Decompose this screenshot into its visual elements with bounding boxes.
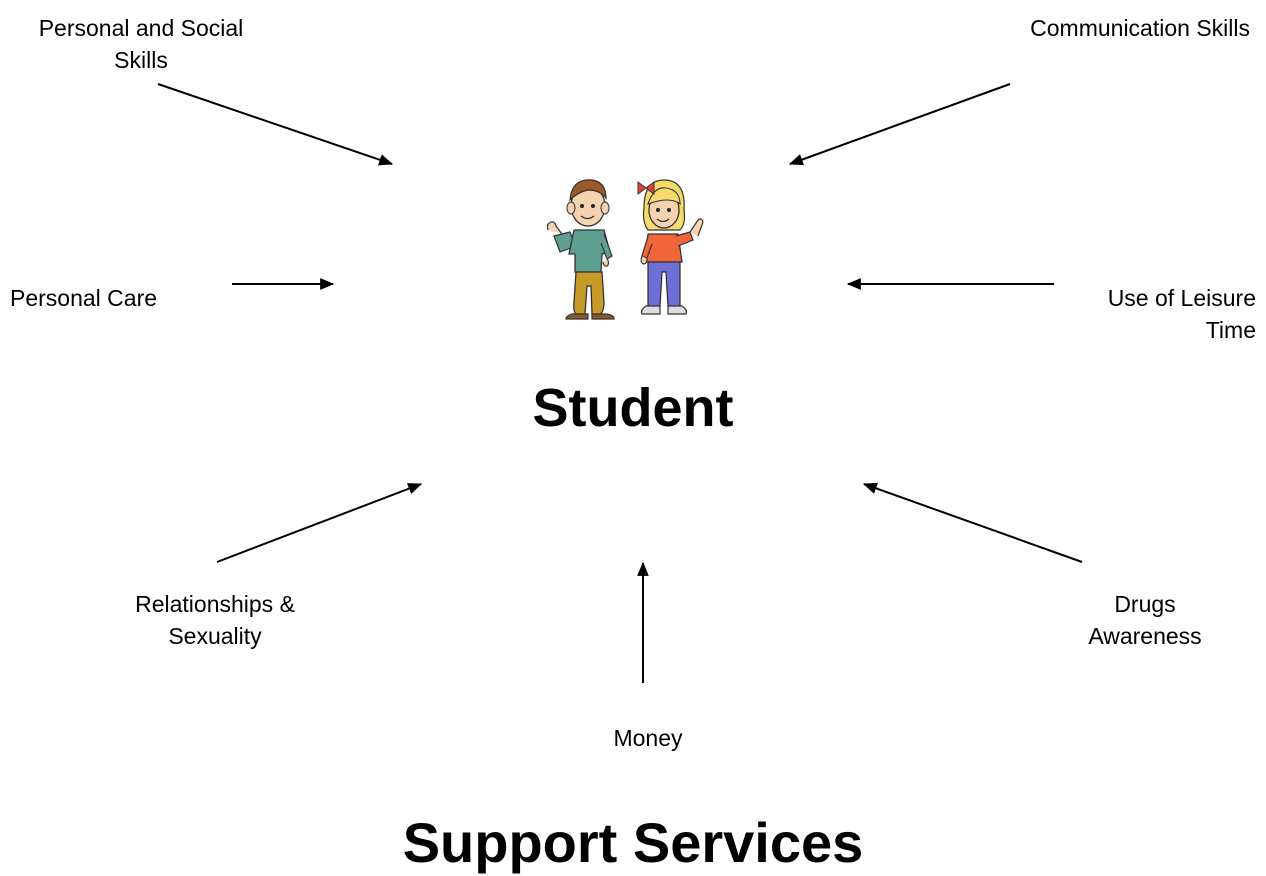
label-leisure: Use of Leisure Time (1040, 282, 1256, 346)
label-leisure-line2: Time (1205, 317, 1256, 343)
label-leisure-line1: Use of Leisure (1107, 285, 1256, 311)
footer-title-support-services: Support Services (402, 811, 864, 874)
students-illustration (546, 179, 704, 320)
label-personal-care-line1: Personal Care (10, 285, 158, 311)
label-drugs: Drugs Awareness (1040, 588, 1250, 652)
label-drugs-line1: Drugs (1114, 591, 1176, 617)
label-drugs-line2: Awareness (1088, 623, 1202, 649)
girl-figure (637, 179, 704, 315)
label-relationships: Relationships & Sexuality (90, 588, 340, 652)
arrow-communication (788, 83, 1011, 166)
label-personal-social: Personal and Social Skills (10, 12, 272, 76)
boy-figure (546, 179, 615, 320)
label-personal-social-line1: Personal and Social (38, 15, 244, 41)
label-money: Money (548, 722, 748, 754)
center-title-student: Student (532, 378, 734, 438)
arrow-relationships (216, 483, 423, 563)
label-relationships-line1: Relationships & (135, 591, 295, 617)
label-relationships-line2: Sexuality (168, 623, 262, 649)
label-communication-line1: Communication Skills (1030, 15, 1250, 41)
arrow-drugs (862, 482, 1083, 563)
label-money-line1: Money (613, 725, 683, 751)
label-personal-social-line2: Skills (114, 47, 168, 73)
arrow-personal-social (157, 83, 394, 166)
label-communication: Communication Skills (950, 12, 1250, 44)
label-personal-care: Personal Care (10, 282, 157, 314)
